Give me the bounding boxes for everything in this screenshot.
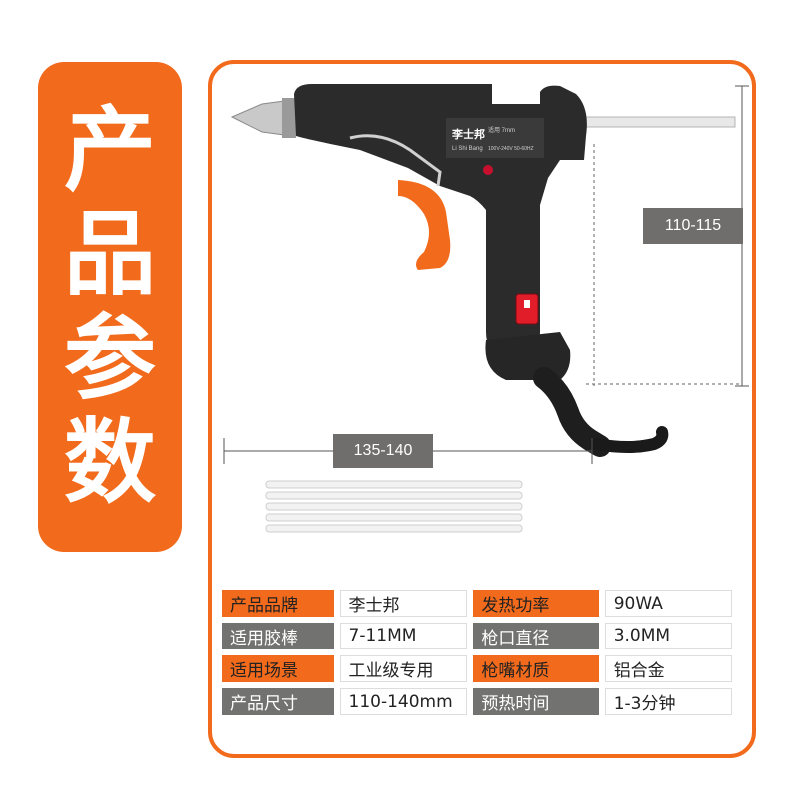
label-brand-pinyin: Li Shi Bang (452, 146, 483, 152)
glue-stick (265, 480, 523, 489)
spec-label: 产品品牌 (222, 590, 334, 617)
spec-row: 产品尺寸 110-140mm 预热时间 1-3分钟 (222, 688, 732, 715)
trigger (398, 180, 451, 270)
spec-label: 枪口直径 (473, 623, 599, 649)
power-switch-mark (524, 300, 530, 308)
spec-label: 适用胶棒 (222, 623, 334, 649)
spec-row: 适用场景 工业级专用 枪嘴材质 铝合金 (222, 655, 732, 682)
nozzle-collar (282, 98, 296, 138)
glue-stick (265, 491, 523, 500)
title-char-1: 产 (63, 97, 156, 204)
label-line-2: 100V-240V 50-60HZ (488, 146, 534, 152)
glue-stick-rear (584, 116, 736, 128)
spec-table: 产品品牌 李士邦 发热功率 90WA 适用胶棒 7-11MM 枪口直径 3.0M… (216, 584, 738, 721)
spec-label: 枪嘴材质 (473, 655, 599, 682)
title-char-3: 参 (63, 305, 156, 412)
spec-value: 工业级专用 (339, 655, 468, 682)
height-dimension-label: 110-115 (643, 208, 743, 244)
spec-value: 110-140mm (339, 688, 468, 715)
spec-value: 李士邦 (339, 590, 468, 617)
power-cable (590, 426, 669, 453)
cable-strain-relief (533, 367, 611, 457)
product-frame (208, 60, 756, 758)
glue-stick (265, 502, 523, 511)
side-title-banner: 产 品 参 数 (38, 62, 182, 552)
spec-label: 适用场景 (222, 655, 334, 682)
power-switch (515, 293, 539, 325)
spec-label: 发热功率 (473, 590, 599, 617)
label-brand-cn: 李士邦 (451, 127, 485, 141)
spec-value: 1-3分钟 (604, 688, 732, 715)
glue-stick (265, 524, 523, 533)
spec-row: 产品品牌 李士邦 发热功率 90WA (222, 590, 732, 617)
title-char-4: 数 (63, 409, 156, 516)
spec-label: 预热时间 (473, 688, 599, 715)
grip-base (485, 332, 571, 380)
product-label-area (446, 118, 544, 158)
spec-value: 铝合金 (604, 655, 732, 682)
spec-row: 适用胶棒 7-11MM 枪口直径 3.0MM (222, 623, 732, 649)
indicator-light (483, 165, 493, 175)
spec-label: 产品尺寸 (222, 688, 334, 715)
width-dimension-label: 135-140 (333, 434, 433, 468)
spec-value: 3.0MM (604, 623, 732, 649)
label-line-1: 适用 7mm (488, 126, 515, 134)
title-char-2: 品 (63, 201, 156, 308)
glue-stick (265, 513, 523, 522)
spec-value: 90WA (604, 590, 732, 617)
spec-value: 7-11MM (339, 623, 468, 649)
glue-sticks (265, 480, 523, 533)
stand-clip (349, 134, 442, 187)
